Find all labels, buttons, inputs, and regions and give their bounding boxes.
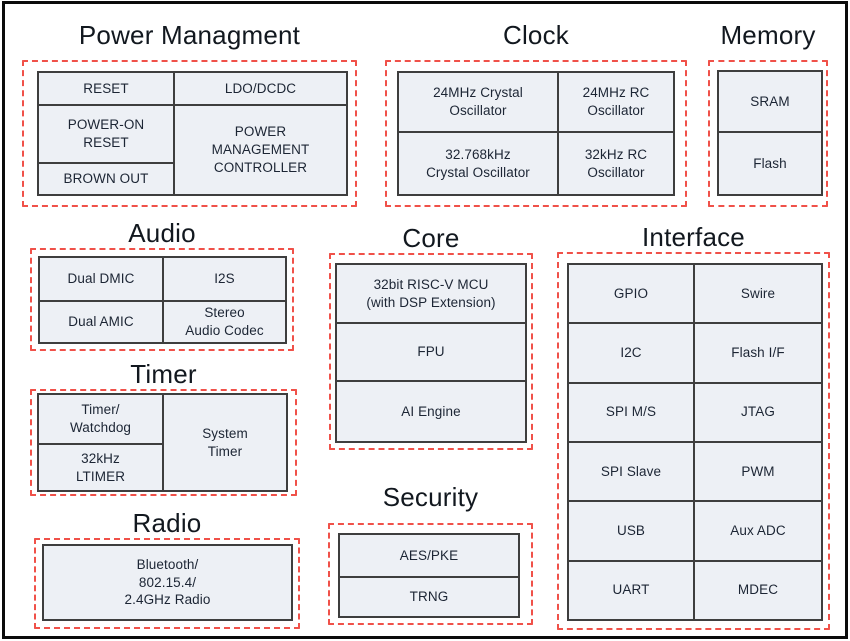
- block-timer-watchdog: Timer/ Watchdog: [39, 395, 162, 443]
- section-security: Security AES/PKE TRNG: [328, 482, 533, 625]
- section-security-outline: AES/PKE TRNG: [328, 523, 533, 625]
- block-riscv-mcu: 32bit RISC-V MCU (with DSP Extension): [337, 265, 525, 322]
- block-jtag: JTAG: [695, 383, 821, 441]
- block-brown-out: BROWN OUT: [39, 164, 173, 194]
- block-sram: SRAM: [719, 72, 821, 131]
- section-timer-outline: Timer/ Watchdog System Timer 32kHz LTIME…: [30, 389, 297, 496]
- block-24mhz-rc-oscillator: 24MHz RC Oscillator: [559, 73, 673, 131]
- block-i2s: I2S: [164, 258, 285, 300]
- block-spi-slave: SPI Slave: [569, 442, 693, 501]
- section-radio: Radio Bluetooth/ 802.15.4/ 2.4GHz Radio: [34, 508, 300, 629]
- section-audio-outline: Dual DMIC I2S Dual AMIC Stereo Audio Cod…: [30, 248, 294, 351]
- section-clock-title: Clock: [502, 20, 569, 50]
- block-trng: TRNG: [340, 578, 518, 616]
- block-uart: UART: [569, 561, 693, 619]
- section-audio-title: Audio: [128, 218, 196, 248]
- block-power-management-controller: POWER MANAGEMENT CONTROLLER: [175, 106, 346, 194]
- block-ai-engine: AI Engine: [337, 382, 525, 441]
- block-system-timer: System Timer: [164, 395, 286, 490]
- section-radio-title: Radio: [132, 508, 202, 538]
- section-memory-title: Memory: [720, 20, 816, 50]
- section-radio-outline: Bluetooth/ 802.15.4/ 2.4GHz Radio: [34, 538, 300, 629]
- section-core-title: Core: [402, 223, 460, 253]
- block-stereo-audio-codec: Stereo Audio Codec: [164, 302, 285, 342]
- block-24mhz-crystal-oscillator: 24MHz Crystal Oscillator: [399, 73, 557, 131]
- block-aes-pke: AES/PKE: [340, 535, 518, 576]
- block-dual-amic: Dual AMIC: [40, 302, 162, 342]
- section-clock: Clock 24MHz Crystal Oscillator 24MHz RC …: [385, 20, 687, 207]
- block-flash: Flash: [719, 133, 821, 194]
- block-gpio: GPIO: [569, 265, 693, 323]
- block-flash-if: Flash I/F: [695, 324, 821, 382]
- section-timer-title: Timer: [130, 359, 197, 389]
- block-i2c: I2C: [569, 324, 693, 382]
- block-32khz-rc-oscillator: 32kHz RC Oscillator: [559, 133, 673, 194]
- section-security-title: Security: [382, 482, 479, 512]
- block-dual-dmic: Dual DMIC: [40, 258, 162, 300]
- block-fpu: FPU: [337, 324, 525, 380]
- block-32768khz-crystal-oscillator: 32.768kHz Crystal Oscillator: [399, 133, 557, 194]
- block-swire: Swire: [695, 265, 821, 323]
- section-interface: Interface GPIO Swire I2C Flash I/F SPI M…: [557, 222, 830, 630]
- block-pwm: PWM: [695, 442, 821, 501]
- section-memory: Memory SRAM Flash: [708, 20, 828, 207]
- section-interface-outline: GPIO Swire I2C Flash I/F SPI M/S JTAG SP…: [557, 252, 830, 630]
- section-power-management-outline: RESET LDO/DCDC POWER-ON RESET POWER MANA…: [22, 60, 357, 207]
- block-aux-adc: Aux ADC: [695, 502, 821, 560]
- section-power-management-title: Power Managment: [78, 20, 301, 50]
- block-radio-bluetooth: Bluetooth/ 802.15.4/ 2.4GHz Radio: [44, 546, 291, 619]
- block-32khz-ltimer: 32kHz LTIMER: [39, 445, 162, 490]
- block-ldo-dcdc: LDO/DCDC: [175, 73, 346, 104]
- section-power-management: Power Managment RESET LDO/DCDC POWER-ON …: [22, 20, 357, 207]
- section-audio: Audio Dual DMIC I2S Dual AMIC Stereo Aud…: [30, 218, 294, 351]
- section-timer: Timer Timer/ Watchdog System Timer 32kHz…: [30, 359, 297, 496]
- section-clock-outline: 24MHz Crystal Oscillator 24MHz RC Oscill…: [385, 60, 687, 207]
- block-reset: RESET: [39, 73, 173, 104]
- block-power-on-reset: POWER-ON RESET: [39, 106, 173, 162]
- block-spi-ms: SPI M/S: [569, 383, 693, 441]
- section-interface-title: Interface: [642, 222, 745, 252]
- section-core-outline: 32bit RISC-V MCU (with DSP Extension) FP…: [329, 253, 533, 450]
- section-memory-outline: SRAM Flash: [708, 60, 828, 207]
- block-mdec: MDEC: [695, 561, 821, 619]
- block-usb: USB: [569, 502, 693, 560]
- section-core: Core 32bit RISC-V MCU (with DSP Extensio…: [329, 223, 533, 450]
